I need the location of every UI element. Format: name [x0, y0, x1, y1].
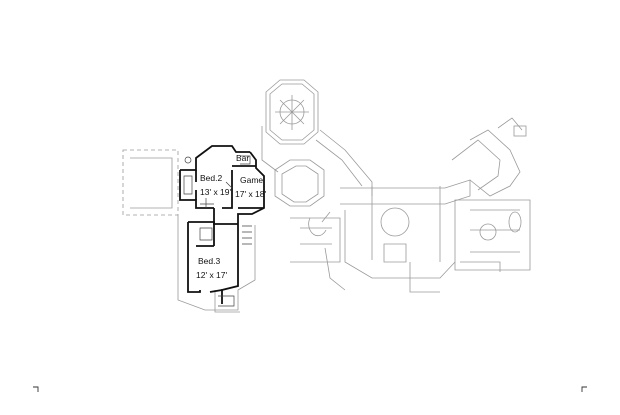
room-name-game: Game: [240, 175, 263, 185]
crop-marks: [33, 386, 587, 392]
upper-floor-details: [183, 155, 252, 307]
room-labels: Bed.2 13' x 19' Bar Game 17' x 18' Bed.3…: [196, 153, 267, 280]
room-size-bed-2: 13' x 19': [200, 187, 232, 197]
room-name-bed-2: Bed.2: [200, 173, 222, 183]
lower-level-outline: [122, 79, 531, 313]
room-size-game: 17' x 18': [235, 189, 267, 199]
room-name-bar: Bar: [236, 153, 249, 163]
upper-floor-walls: [179, 145, 265, 304]
room-name-bed-3: Bed.3: [198, 256, 220, 266]
room-size-bed-3: 12' x 17': [196, 270, 228, 280]
